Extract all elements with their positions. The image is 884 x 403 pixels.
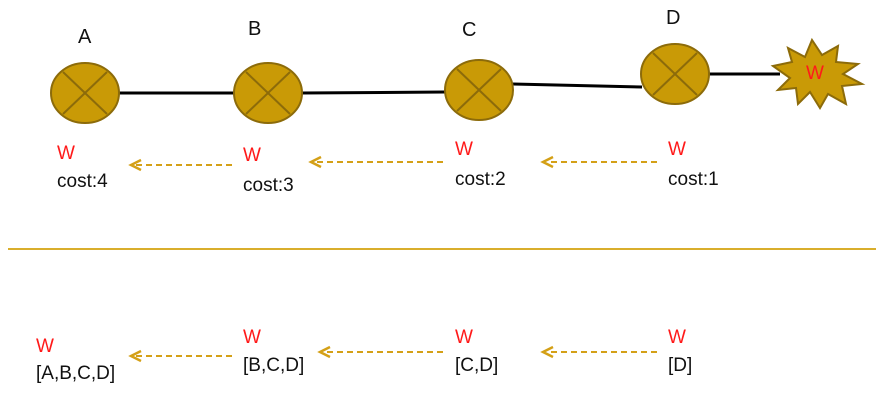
router-node-d bbox=[640, 43, 710, 105]
arrow-d-to-c bbox=[540, 155, 657, 169]
path-label: [C,D] bbox=[455, 355, 499, 376]
router-node-b bbox=[233, 62, 303, 124]
explosion-icon bbox=[770, 37, 866, 110]
cost-label: cost:3 bbox=[243, 175, 294, 196]
worm-marker: W bbox=[668, 327, 686, 348]
path-label: [A,B,C,D] bbox=[36, 363, 116, 384]
arrow-d-to-cd bbox=[540, 345, 657, 359]
worm-marker: W bbox=[668, 139, 686, 160]
path-label: [B,C,D] bbox=[243, 355, 305, 376]
node-label-b: B bbox=[248, 18, 262, 40]
worm-marker: W bbox=[36, 336, 54, 357]
cost-label: cost:1 bbox=[668, 169, 719, 190]
worm-marker: W bbox=[243, 327, 261, 348]
node-label-c: C bbox=[462, 19, 477, 41]
node-label-a: A bbox=[78, 26, 92, 48]
router-node-c bbox=[444, 59, 514, 121]
path-label: [D] bbox=[668, 355, 693, 376]
worm-marker: W bbox=[57, 143, 75, 164]
router-node-a bbox=[50, 62, 120, 124]
arrow-b-to-a bbox=[128, 158, 232, 172]
arrow-c-to-b bbox=[308, 155, 443, 169]
worm-source-label: W bbox=[806, 63, 824, 84]
arrow-bcd-to-abcd bbox=[128, 349, 232, 363]
link-c-d bbox=[512, 82, 643, 89]
worm-marker: W bbox=[455, 327, 473, 348]
link-b-c bbox=[301, 90, 446, 95]
node-label-d: D bbox=[666, 7, 681, 29]
worm-marker: W bbox=[455, 139, 473, 160]
cost-label: cost:2 bbox=[455, 169, 506, 190]
cost-label: cost:4 bbox=[57, 171, 108, 192]
worm-marker: W bbox=[243, 145, 261, 166]
arrow-cd-to-bcd bbox=[317, 345, 443, 359]
